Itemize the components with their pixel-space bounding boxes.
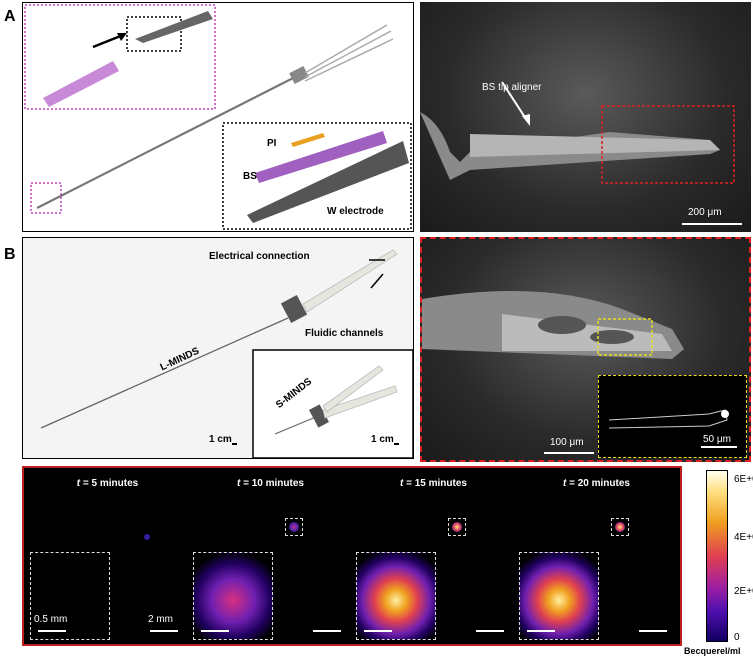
pet-frame-1-inset-scalebar xyxy=(38,630,66,632)
panel-d-inset-tip xyxy=(608,409,729,429)
pet-frame-4-inset xyxy=(519,552,599,640)
pet-frame-4-main-scalebar xyxy=(639,630,667,632)
colorbar-unit: Becquerel/ml xyxy=(684,646,741,656)
colorbar-tick-6e6: 6E+06 xyxy=(734,474,753,485)
pet-frame-4-small-box xyxy=(611,518,629,536)
panel-a-illustration xyxy=(24,4,412,230)
label-fluidic-channels: Fluidic channels xyxy=(305,328,384,339)
pet-frame-4-blob xyxy=(615,522,625,532)
panel-d-scalebar xyxy=(544,452,594,454)
bs-tube-shape xyxy=(43,61,119,107)
panel-c-sem-image: BS tip aligner 200 μm xyxy=(420,2,751,232)
panel-d-sem-image: 50 μm 100 μm xyxy=(420,237,751,462)
panel-b-photo xyxy=(40,249,413,458)
pet-frame-4-inset-scalebar xyxy=(527,630,555,632)
panel-a-letter: A xyxy=(4,8,16,25)
label-electrical-connection: Electrical connection xyxy=(209,251,310,262)
pet-frame-3-inset-scalebar xyxy=(364,630,392,632)
panel-b-scale-label-1: 1 cm xyxy=(209,434,232,445)
panel-b-letter: B xyxy=(4,246,16,263)
pet-frame-2-title: t = 10 minutes xyxy=(237,478,304,489)
pet-frame-2: t = 10 minutes xyxy=(189,470,352,642)
pet-frame-4-title: t = 20 minutes xyxy=(563,478,630,489)
pet-frame-2-main-scalebar xyxy=(313,630,341,632)
colorbar xyxy=(706,470,728,642)
pet-frame-2-blob xyxy=(289,522,299,532)
label-bs-tip-aligner: BS tip aligner xyxy=(482,82,542,93)
pet-frame-1: t = 5 minutes 0.5 mm 2 mm xyxy=(26,470,189,642)
pet-frame-2-small-box xyxy=(285,518,303,536)
colorbar-tick-0: 0 xyxy=(734,632,740,643)
panel-b-frame: Electrical connection Fluidic channels L… xyxy=(22,237,414,459)
panel-a-frame: PI BS W electrode xyxy=(22,2,414,232)
pet-frame-3-small-box xyxy=(448,518,466,536)
pet-frame-1-main-scalebar xyxy=(150,630,178,632)
panel-c-scalebar xyxy=(682,223,742,225)
pet-frame-3: t = 15 minutes xyxy=(352,470,515,642)
label-bs: BS xyxy=(243,171,257,182)
pet-frame-1-inset xyxy=(30,552,110,640)
panel-d-needle xyxy=(422,291,684,359)
pet-frame-1-blob xyxy=(144,534,150,540)
colorbar-tick-4e6: 4E+06 xyxy=(734,532,753,543)
pet-frame-3-title: t = 15 minutes xyxy=(400,478,467,489)
panel-d-scale-label: 100 μm xyxy=(550,437,584,448)
label-pi: PI xyxy=(267,138,277,149)
panel-d-inset: 50 μm xyxy=(598,375,747,458)
pet-frame-4: t = 20 minutes xyxy=(515,470,678,642)
pet-frame-2-inset-scalebar xyxy=(201,630,229,632)
panel-b-scale-label-2: 1 cm xyxy=(371,434,394,445)
pet-scale-main-label: 2 mm xyxy=(148,614,173,625)
pet-scale-inset-label: 0.5 mm xyxy=(34,614,68,625)
panel-d-inset-scale-label: 50 μm xyxy=(703,434,731,445)
panel-d-inset-scalebar xyxy=(701,446,737,448)
colorbar-tick-2e6: 2E+06 xyxy=(734,586,753,597)
panel-c-scale-label: 200 μm xyxy=(688,207,722,218)
pet-frame-3-blob xyxy=(452,522,462,532)
pet-frame-3-inset xyxy=(356,552,436,640)
pet-frame-3-main-scalebar xyxy=(476,630,504,632)
pet-frame-1-title: t = 5 minutes xyxy=(76,478,139,489)
label-w-electrode: W electrode xyxy=(327,206,384,217)
panel-c-needle xyxy=(420,81,735,184)
pet-frame-2-inset xyxy=(193,552,273,640)
